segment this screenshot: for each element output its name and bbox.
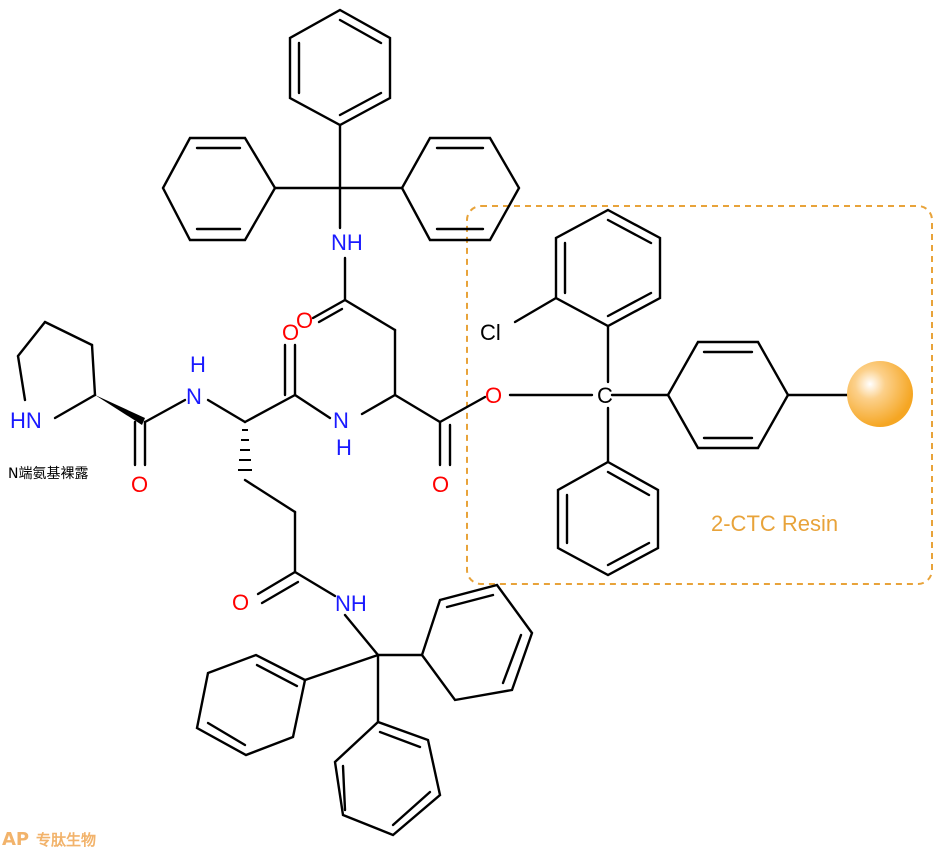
n-terminus-note: N端氨基裸露 (8, 465, 88, 482)
h-amide-top-label: H (190, 352, 206, 377)
bottom-trityl-group (195, 583, 534, 837)
hn-proline-label: HN (10, 408, 42, 433)
watermark-text: 专肽生物 (36, 831, 96, 849)
oxygen-acid-label: O (432, 472, 449, 497)
chlorine-label: Cl (480, 320, 501, 345)
proline-wedge (95, 395, 145, 425)
resin-bead (847, 361, 913, 427)
n-amide-lower-label: N (333, 408, 349, 433)
oxygen-proline-label: O (131, 472, 148, 497)
oxygen-gln-carbonyl-label: O (282, 320, 299, 345)
phenyl-ring-bottom (556, 460, 660, 577)
proline-ring (16, 320, 97, 420)
resin-box (466, 205, 933, 585)
nh-top-label: NH (331, 230, 363, 255)
nh-bottom-label: NH (335, 591, 367, 616)
oxygen-asn-side-label: O (296, 308, 313, 333)
oxygen-ester-label: O (485, 383, 502, 408)
chlorophenyl-ring (513, 208, 662, 328)
n-amide-top-label: N (186, 384, 202, 409)
oxygen-gln-side-label: O (232, 590, 249, 615)
resin-label: 2-CTC Resin (711, 511, 838, 536)
top-trityl-group (161, 8, 521, 242)
phenyl-ring-right (666, 340, 790, 450)
watermark-logo: AP (2, 829, 29, 850)
trityl-carbon-label: C (597, 383, 613, 408)
h-amide-lower-label: H (336, 435, 352, 460)
